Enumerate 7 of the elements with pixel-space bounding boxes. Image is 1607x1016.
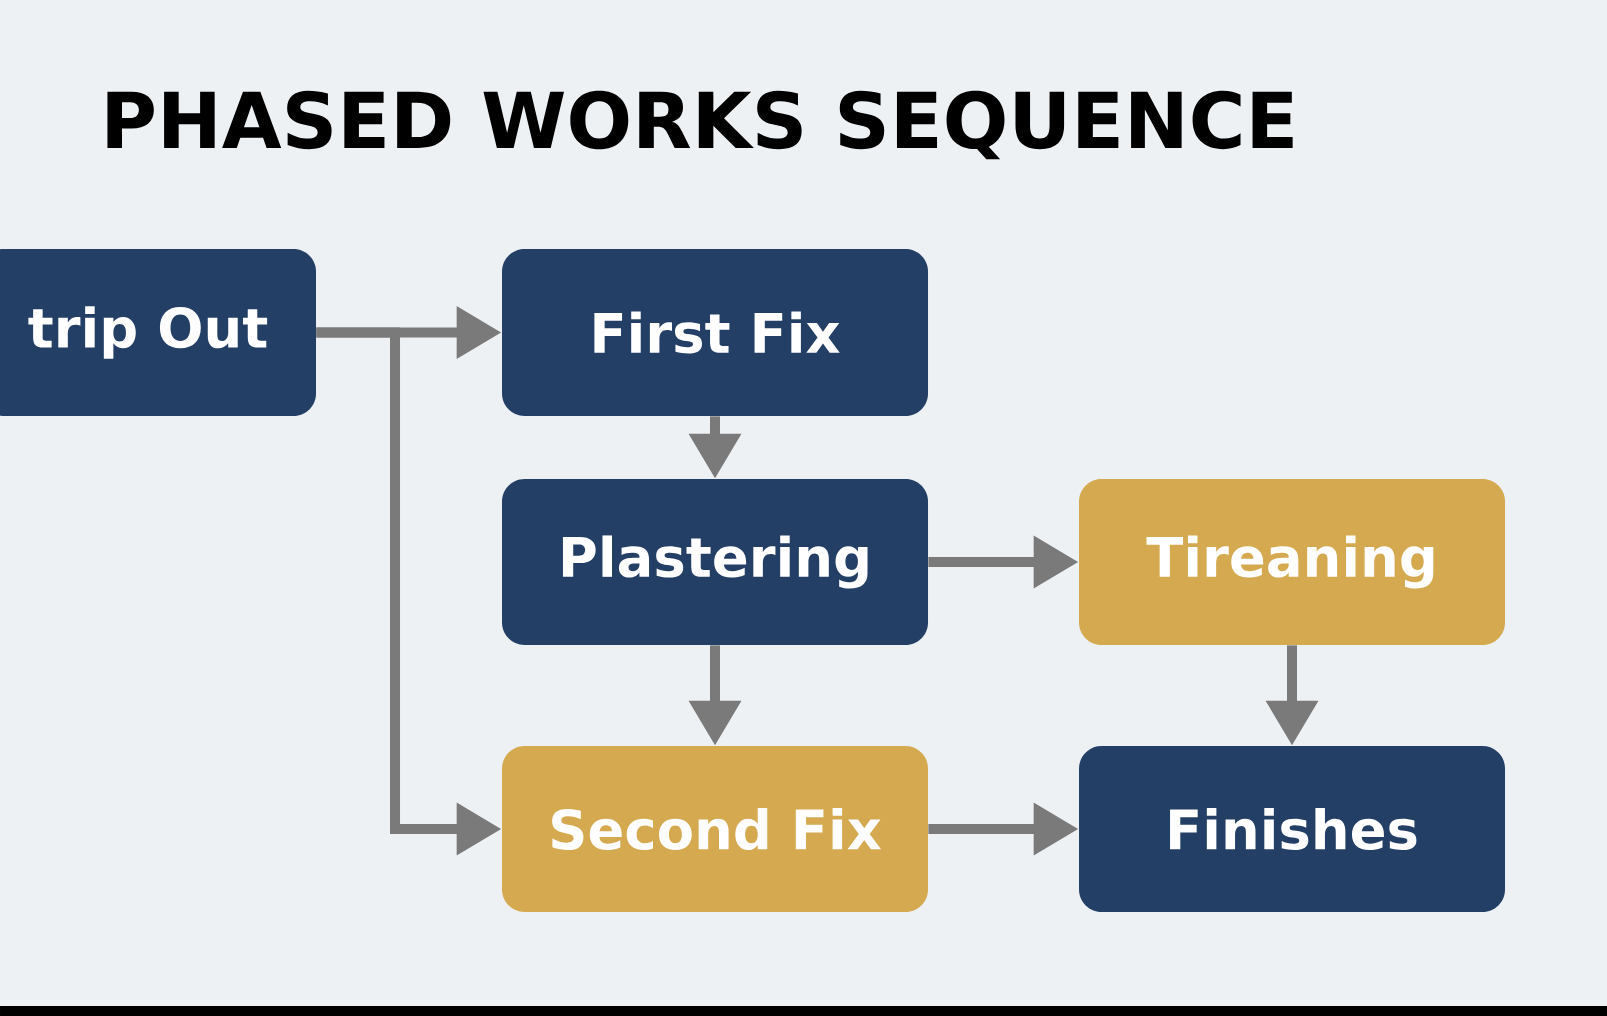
process-box: First Fix bbox=[502, 249, 928, 416]
title: PHASED WORKS SEQUENCE bbox=[107, 90, 1293, 160]
process-box: trip Out bbox=[0, 249, 316, 416]
process-box: Plastering bbox=[502, 479, 928, 645]
process-box: Finishes bbox=[1079, 746, 1505, 912]
process-box: Second Fix bbox=[502, 746, 928, 912]
process-box: Tireaning bbox=[1079, 479, 1505, 645]
